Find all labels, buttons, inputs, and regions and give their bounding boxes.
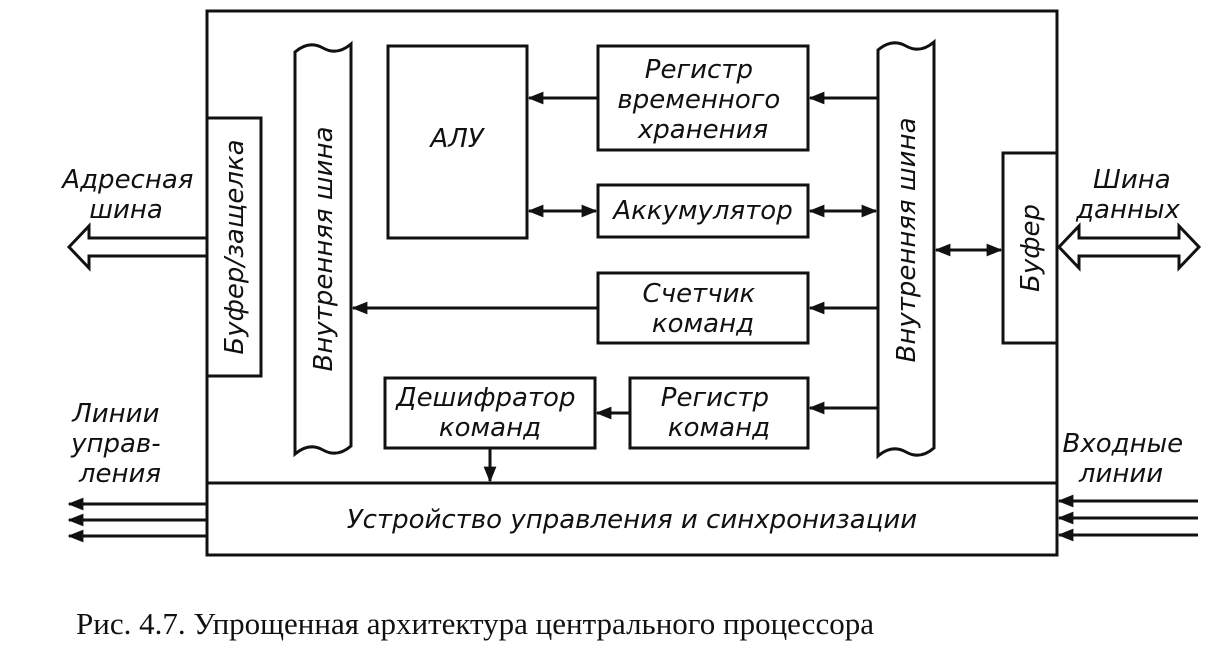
data-buffer-box (1001, 151, 1059, 345)
accumulator-box (596, 183, 810, 239)
data-bus-label: Шина данных (1075, 165, 1180, 225)
address-latch-label: Буфер/защелка (220, 139, 250, 354)
internal-bus-right-label: Внутренняя шина (892, 117, 922, 362)
instruction-register-label: Регистр команд (661, 383, 777, 443)
alu-box (386, 44, 529, 240)
program-counter-label: Счетчик команд (643, 279, 764, 339)
address-bus-arrow (66, 222, 209, 272)
instruction-decoder-box (383, 376, 597, 450)
control-unit-box (205, 481, 1059, 557)
internal-bus-left (293, 40, 353, 458)
address-bus-label: Адресная шина (60, 165, 201, 225)
internal-bus-left-label: Внутренняя шина (309, 126, 339, 371)
instruction-decoder-label: Дешифратор команд (395, 383, 584, 443)
program-counter-box (596, 271, 810, 345)
control-lines-label: Линии управ- ления (70, 399, 169, 489)
internal-bus-right (876, 38, 936, 460)
temp-register-label: Регистр временного хранения (617, 55, 788, 145)
input-lines-label: Входные линии (1063, 429, 1192, 489)
control-unit-label: Устройство управления и синхронизации (347, 505, 917, 535)
figure-caption: Рис. 4.7. Упрощенная архитектура централ… (76, 606, 874, 641)
alu-label: АЛУ (428, 124, 485, 154)
data-bus-arrow (1056, 222, 1202, 272)
accumulator-label: Аккумулятор (611, 196, 792, 226)
data-buffer-label: Буфер (1016, 204, 1046, 292)
temp-register-box (596, 44, 810, 152)
